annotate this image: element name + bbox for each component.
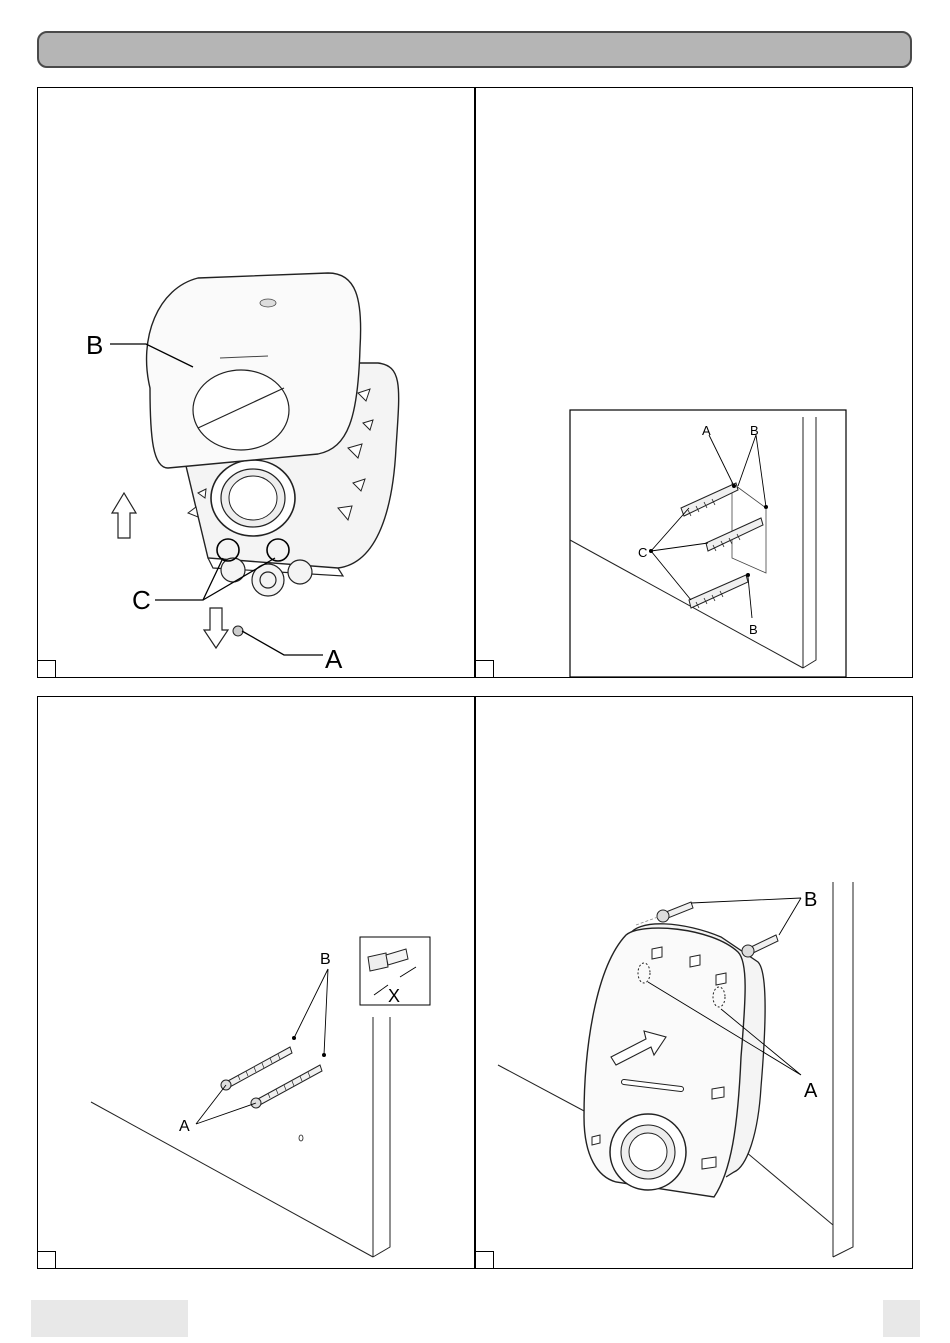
step-number-box bbox=[38, 660, 56, 677]
step-panel-screws: X B A bbox=[37, 696, 475, 1269]
callout-a: A bbox=[702, 423, 711, 438]
section-header-bar bbox=[37, 31, 912, 68]
callout-a: A bbox=[179, 1118, 190, 1135]
step-number-box bbox=[476, 1251, 494, 1268]
callout-c: C bbox=[132, 585, 151, 615]
gap-label-x: X bbox=[388, 986, 400, 1006]
footer-language-tab bbox=[31, 1300, 188, 1337]
footer-page-number-box bbox=[883, 1300, 920, 1337]
step-number-box bbox=[476, 660, 494, 677]
remove-cover-illustration: B C A bbox=[38, 88, 475, 678]
step-panel-mount-unit: B A bbox=[475, 696, 913, 1269]
callout-a: A bbox=[325, 644, 343, 674]
callout-b-bottom: B bbox=[749, 622, 758, 637]
callout-c: C bbox=[638, 545, 647, 560]
callout-b: B bbox=[86, 330, 103, 360]
step-panel-remove-cover: B C A bbox=[37, 87, 475, 678]
callout-b: B bbox=[320, 951, 331, 968]
callout-b-top: B bbox=[750, 423, 759, 438]
callout-b: B bbox=[804, 889, 817, 911]
step-panel-wall-plugs: A B C B bbox=[475, 87, 913, 678]
mount-unit-illustration: B A bbox=[476, 697, 913, 1269]
wall-plugs-illustration: A B C B bbox=[476, 88, 913, 678]
screws-illustration: X B A bbox=[38, 697, 475, 1269]
step-number-box bbox=[38, 1251, 56, 1268]
callout-a: A bbox=[804, 1080, 818, 1102]
